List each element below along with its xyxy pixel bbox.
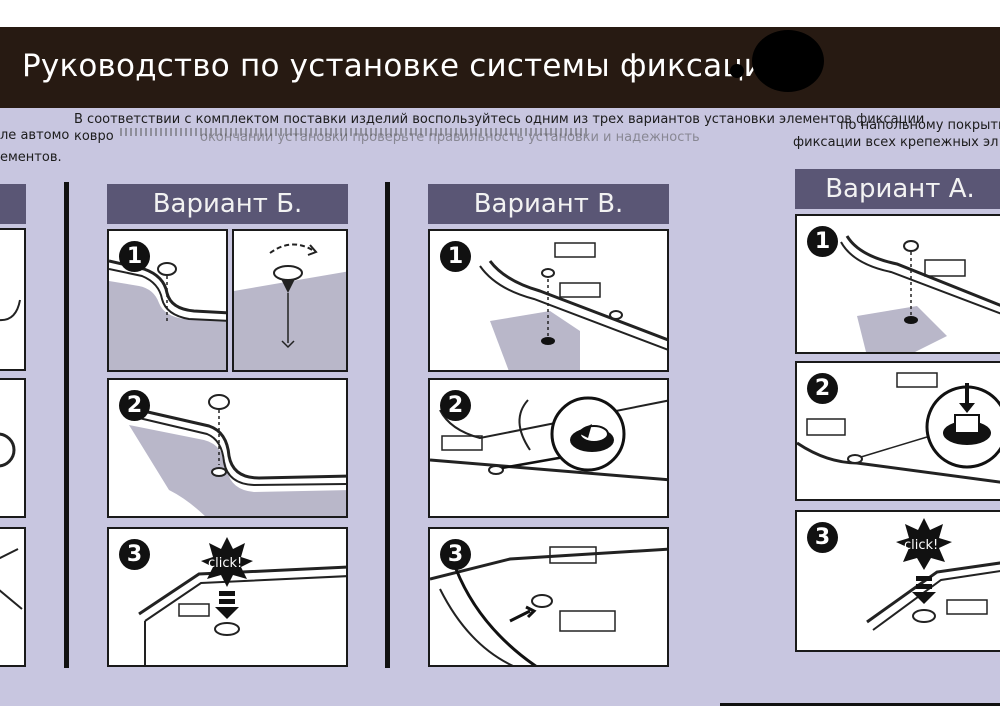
cut-panel-3 bbox=[0, 527, 26, 667]
column-divider-1 bbox=[64, 182, 69, 668]
step-number-2: 2 bbox=[807, 373, 838, 404]
variant-b-banner: Вариант Б. bbox=[107, 184, 348, 224]
left-fragment-top: ле автомо bbox=[0, 128, 70, 143]
step-number-1: 1 bbox=[807, 226, 838, 257]
step-number-1: 1 bbox=[119, 241, 150, 272]
variant-a-step2-panel: 2 bbox=[795, 361, 1000, 501]
variant-v-step3-panel: 3 bbox=[428, 527, 669, 667]
variant-a-step3-panel: click! 3 bbox=[795, 510, 1000, 652]
step-number-2: 2 bbox=[440, 390, 471, 421]
variant-v-banner: Вариант В. bbox=[428, 184, 669, 224]
variant-b-step3-panel: click! 3 bbox=[107, 527, 348, 667]
variant-v-step1-panel: 1 bbox=[428, 229, 669, 372]
right-fragment-2: фиксации всех крепежных эл bbox=[793, 135, 999, 150]
step-number-1: 1 bbox=[440, 241, 471, 272]
bottom-rule bbox=[720, 703, 1000, 706]
right-fragment-1: по напольному покрытию bbox=[840, 118, 1000, 133]
ink-blot bbox=[752, 30, 824, 92]
page-title: Руководство по установке системы фиксаци… bbox=[22, 48, 785, 84]
step-number-3: 3 bbox=[440, 539, 471, 570]
ink-dot bbox=[730, 64, 744, 78]
click-label: click! bbox=[208, 556, 242, 571]
intro-line-1: В соответствии с комплектом поставки изд… bbox=[74, 112, 925, 127]
variant-banner-cut bbox=[0, 184, 26, 224]
cut-panel-2 bbox=[0, 378, 26, 518]
header-bar bbox=[0, 27, 1000, 108]
cut-panel-1 bbox=[0, 228, 26, 371]
variant-v-step2-panel: 2 bbox=[428, 378, 669, 518]
step-number-2: 2 bbox=[119, 390, 150, 421]
click-label: click! bbox=[904, 538, 938, 553]
intro-text: В соответствии с комплектом поставки изд… bbox=[74, 111, 954, 145]
variant-b-step1a-panel: 1 bbox=[107, 229, 228, 372]
variant-b-step1b-panel bbox=[232, 229, 348, 372]
variant-a-banner: Вариант А. bbox=[795, 169, 1000, 209]
variant-a-step1-panel: 1 bbox=[795, 214, 1000, 354]
middle-fragment: окончании установки проверьте правильнос… bbox=[200, 130, 700, 145]
step-number-3: 3 bbox=[807, 522, 838, 553]
left-fragment: ементов. bbox=[0, 150, 62, 165]
variant-b-step2-panel: 2 bbox=[107, 378, 348, 518]
top-margin bbox=[0, 0, 1000, 27]
intro-line-2: коврo bbox=[74, 129, 114, 144]
scan-noise bbox=[120, 128, 590, 136]
step-number-3: 3 bbox=[119, 539, 150, 570]
column-divider-2 bbox=[385, 182, 390, 668]
